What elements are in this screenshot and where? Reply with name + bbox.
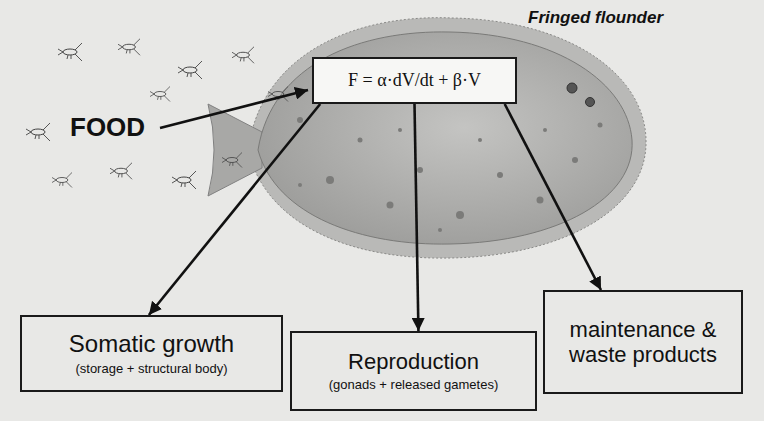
box-title: maintenance & waste products xyxy=(553,317,733,368)
food-arrow xyxy=(160,90,308,128)
fish-speckles-part xyxy=(358,138,363,143)
fish-body xyxy=(258,32,632,244)
plankton-part xyxy=(110,163,132,180)
plankton-part xyxy=(26,123,50,141)
plankton xyxy=(26,39,288,189)
plankton-part xyxy=(222,153,242,168)
plankton-part xyxy=(178,61,202,79)
fish-speckles-part xyxy=(438,228,442,232)
figure-label: Fringed flounder xyxy=(528,8,663,28)
plankton-part xyxy=(58,43,82,61)
fish-speckles-part xyxy=(417,167,423,173)
fish-eyes xyxy=(567,83,595,107)
fish-speckles-part xyxy=(572,157,578,163)
fish-fin xyxy=(248,18,646,258)
box-title: F = α·dV/dt + β·V xyxy=(348,70,481,91)
box-subtitle: (storage + structural body) xyxy=(75,362,227,377)
box-title: Somatic growth xyxy=(69,330,234,358)
plankton-part xyxy=(118,39,140,56)
input-label: FOOD xyxy=(70,112,145,143)
fish-speckles-part xyxy=(598,123,603,128)
fish-speckles-part xyxy=(478,138,482,142)
fish-speckles-part xyxy=(537,197,544,204)
fish-speckles-part xyxy=(298,183,302,187)
fish-speckles-part xyxy=(456,211,464,219)
fish-speckles-part xyxy=(497,172,503,178)
fish-speckles-part xyxy=(297,117,303,123)
fish-illustration xyxy=(208,18,646,258)
fish-speckles-part xyxy=(398,128,402,132)
plankton-part xyxy=(52,173,72,188)
plankton-part xyxy=(150,87,170,102)
flow-arrow xyxy=(149,104,320,315)
output-box: maintenance & waste products xyxy=(543,290,743,394)
output-box: Reproduction (gonads + released gametes) xyxy=(290,331,537,411)
fish-speckles-part xyxy=(387,202,394,209)
box-title: Reproduction xyxy=(348,349,479,374)
fish-speckles-part xyxy=(326,176,334,184)
plankton-part xyxy=(232,47,254,64)
fish-speckles-part xyxy=(543,128,547,132)
equation-box: F = α·dV/dt + β·V xyxy=(312,57,517,104)
output-box: Somatic growth (storage + structural body… xyxy=(20,315,283,392)
fish-tail xyxy=(208,104,262,196)
label-text: Fringed flounder xyxy=(528,8,663,27)
label-text: FOOD xyxy=(70,112,145,142)
fish-eyes-part xyxy=(567,83,577,93)
flow-arrow xyxy=(505,104,601,290)
plankton-part xyxy=(172,171,196,189)
fish-eyes-part xyxy=(586,98,595,107)
box-subtitle: (gonads + released gametes) xyxy=(329,378,498,393)
flow-arrow xyxy=(415,104,419,331)
fish-speckles xyxy=(297,83,603,233)
